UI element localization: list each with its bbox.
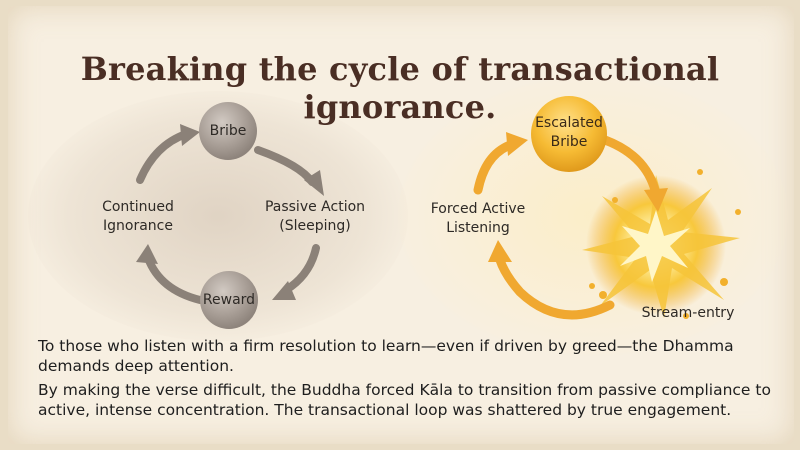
- left-cycle-arrowheads: [136, 124, 324, 300]
- escalated-bribe-node: [531, 96, 607, 172]
- arrowhead-escalated: [506, 132, 528, 156]
- bribe-node: [199, 102, 257, 160]
- passive-action-label: Passive Action (Sleeping): [264, 199, 366, 234]
- stream-entry-burst: [582, 169, 741, 319]
- reward-label: Reward: [202, 292, 256, 308]
- stream-entry-label: Stream-entry: [641, 305, 735, 321]
- reward-node: [200, 271, 258, 329]
- arrowhead-bribe: [180, 124, 200, 146]
- paragraph-2: By making the verse difficult, the Buddh…: [38, 381, 771, 419]
- escalated-bribe-label: Escalated Bribe: [535, 115, 603, 150]
- bribe-label: Bribe: [209, 123, 247, 139]
- continued-ignorance-label: Continued Ignorance: [102, 199, 174, 234]
- right-cycle-arrows: [473, 135, 660, 320]
- right-cycle-arrowheads: [488, 132, 668, 262]
- arrowhead-ignorance: [136, 244, 158, 264]
- arrowhead-passive: [304, 170, 324, 196]
- arrow-reward-to-ignorance: [144, 254, 204, 304]
- paragraph-1: To those who listen with a firm resoluti…: [38, 337, 734, 375]
- arrow-bribe-to-passive: [254, 146, 316, 186]
- page-title: Breaking the cycle of transactional igno…: [80, 50, 720, 126]
- arrowhead-burst: [644, 188, 668, 212]
- arrow-passive-to-reward: [282, 244, 320, 294]
- arrow-ignorance-to-bribe: [136, 130, 190, 184]
- arrowhead-reward: [272, 281, 296, 300]
- arrow-escalated-to-burst: [600, 135, 660, 195]
- arrow-listening-to-escalated: [473, 140, 515, 195]
- arrowhead-listening: [488, 240, 512, 262]
- arrow-burst-to-listening: [495, 255, 615, 320]
- forced-active-listening-label: Forced Active Listening: [430, 201, 526, 236]
